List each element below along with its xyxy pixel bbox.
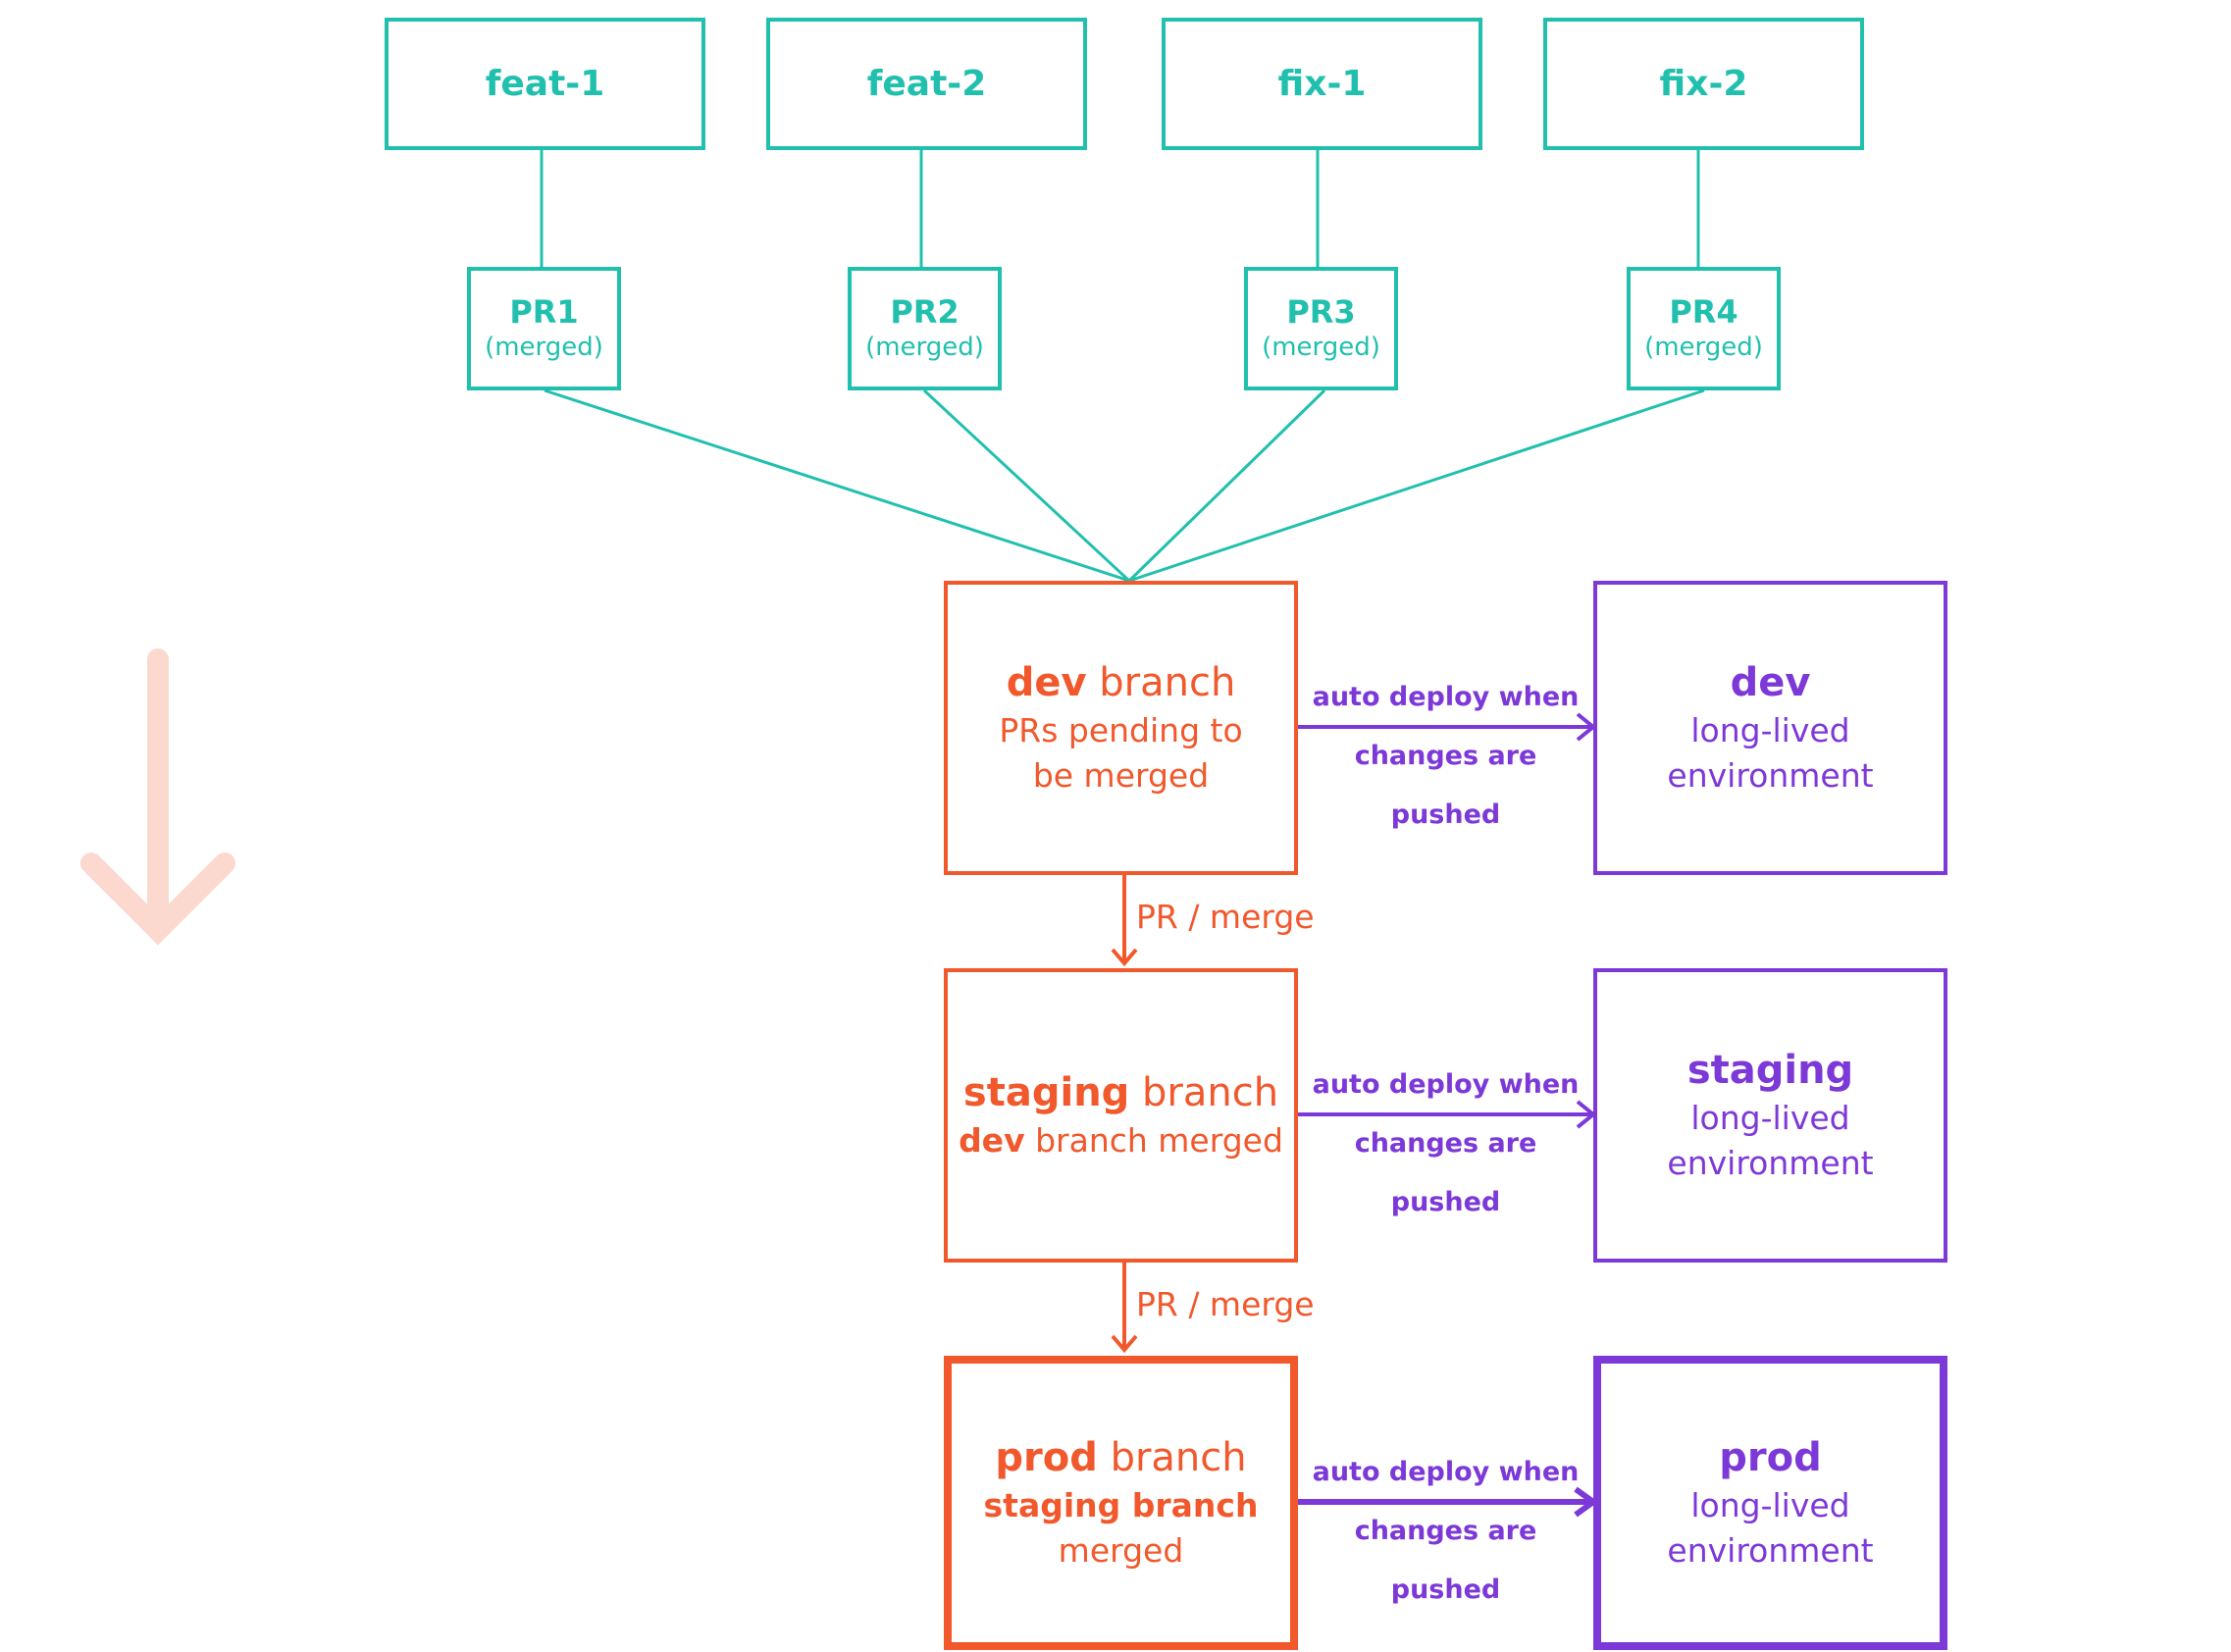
merge-label: PR / merge — [1136, 1285, 1315, 1323]
pr-status: (merged) — [485, 333, 603, 362]
staging-environment-box: staging long-lived environment — [1593, 968, 1947, 1263]
prod-environment-box: prod long-lived environment — [1593, 1356, 1947, 1650]
deploy-label-top: auto deploy when — [1312, 1069, 1580, 1100]
environment-name: prod — [1719, 1435, 1822, 1480]
branch-description: branch merged — [1035, 1121, 1283, 1160]
branch-name: staging — [962, 1070, 1130, 1115]
branch-suffix: branch — [1099, 660, 1236, 705]
down-arrow-icon — [80, 648, 235, 946]
pull-request-box: PR4 (merged) — [1627, 267, 1781, 390]
environment-name: dev — [1730, 660, 1811, 705]
branch-suffix: branch — [1110, 1435, 1247, 1480]
connector-pr1-dev — [544, 388, 1130, 583]
pr-status: (merged) — [1644, 333, 1763, 362]
branch-name: dev — [1006, 660, 1087, 705]
environment-name: staging — [1686, 1048, 1854, 1093]
environment-description: long-lived — [1690, 711, 1850, 749]
pull-request-box: PR3 (merged) — [1244, 267, 1398, 390]
branch-ref: staging branch — [983, 1486, 1259, 1524]
staging-branch-box: staging branch dev branch merged — [944, 968, 1298, 1263]
merge-arrow-staging-prod — [1111, 1261, 1138, 1354]
branch-suffix: branch — [1142, 1070, 1279, 1115]
environment-description: environment — [1667, 1531, 1874, 1570]
pr-label: PR2 — [890, 293, 960, 331]
branch-name: prod — [995, 1435, 1098, 1480]
pr-label: PR4 — [1669, 293, 1738, 331]
environment-description: environment — [1667, 756, 1874, 795]
branch-ref: dev — [959, 1121, 1025, 1160]
deploy-label-bottom: changes are pushed — [1354, 1128, 1537, 1217]
deploy-label-bottom: changes are pushed — [1354, 1516, 1537, 1605]
deploy-label-top: auto deploy when — [1312, 682, 1580, 712]
feature-branch-label: feat-2 — [866, 64, 987, 104]
merge-arrow-dev-staging — [1111, 873, 1138, 967]
prod-branch-box: prod branch staging branch merged — [944, 1356, 1298, 1650]
pr-status: (merged) — [865, 333, 984, 362]
connector-pr2-dev — [922, 388, 1131, 583]
fix-branch-box: fix-2 — [1543, 18, 1864, 150]
pr-status: (merged) — [1262, 333, 1380, 362]
feature-branch-box: feat-1 — [385, 18, 705, 150]
branch-description: merged — [1058, 1531, 1184, 1570]
deploy-label-bottom: changes are pushed — [1354, 741, 1537, 830]
environment-description: long-lived — [1690, 1486, 1850, 1524]
environment-description: long-lived — [1690, 1099, 1850, 1137]
fix-branch-box: fix-1 — [1162, 18, 1482, 150]
connector-pr3-dev — [1127, 388, 1326, 583]
pr-label: PR3 — [1286, 293, 1356, 331]
connector-pr4-dev — [1128, 388, 1705, 583]
environment-description: environment — [1667, 1144, 1874, 1182]
pull-request-box: PR2 (merged) — [848, 267, 1002, 390]
feature-branch-box: feat-2 — [766, 18, 1087, 150]
fix-branch-label: fix-1 — [1277, 64, 1367, 104]
deploy-label-top: auto deploy when — [1312, 1457, 1580, 1487]
dev-branch-box: dev branch PRs pending to be merged — [944, 581, 1298, 875]
dev-environment-box: dev long-lived environment — [1593, 581, 1947, 875]
branch-description: PRs pending to — [999, 711, 1243, 749]
fix-branch-label: fix-2 — [1659, 64, 1748, 104]
branch-description: be merged — [1032, 756, 1210, 795]
pr-label: PR1 — [509, 293, 579, 331]
feature-branch-label: feat-1 — [485, 64, 605, 104]
merge-label: PR / merge — [1136, 898, 1315, 936]
pull-request-box: PR1 (merged) — [467, 267, 621, 390]
